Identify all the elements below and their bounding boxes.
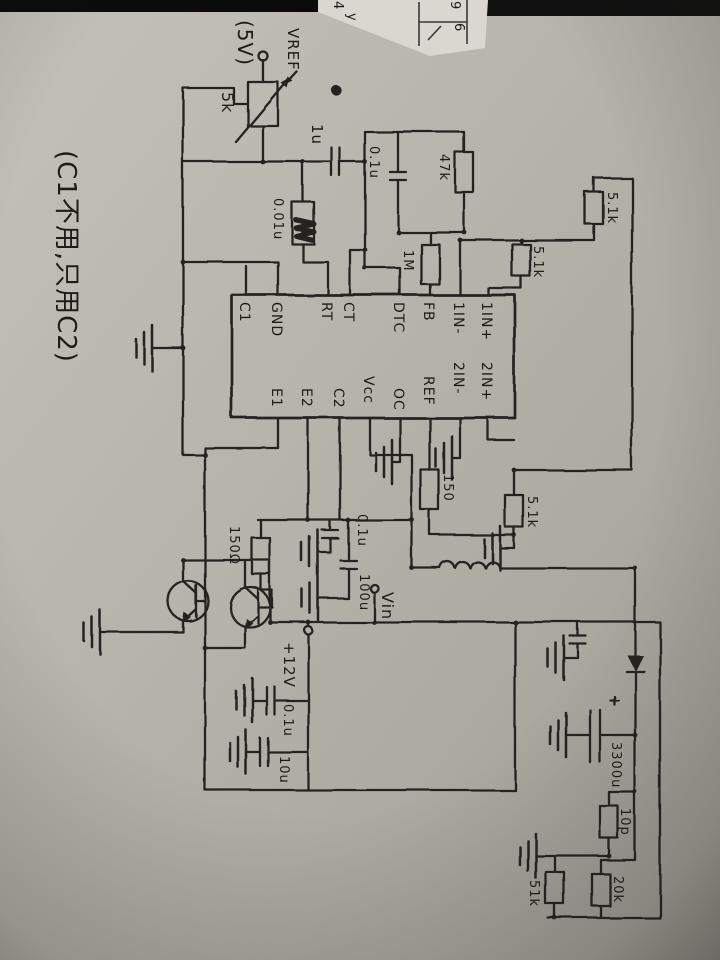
schematic-photo: (C1不用,只用C2)(5V)VREF5k1u0.01u0.1u47k5.1k5… (0, 0, 720, 960)
photo-of-schematic: (C1不用,只用C2)(5V)VREF5k1u0.01u0.1u47k5.1k5… (0, 0, 720, 960)
vignette-overlay (0, 0, 720, 960)
